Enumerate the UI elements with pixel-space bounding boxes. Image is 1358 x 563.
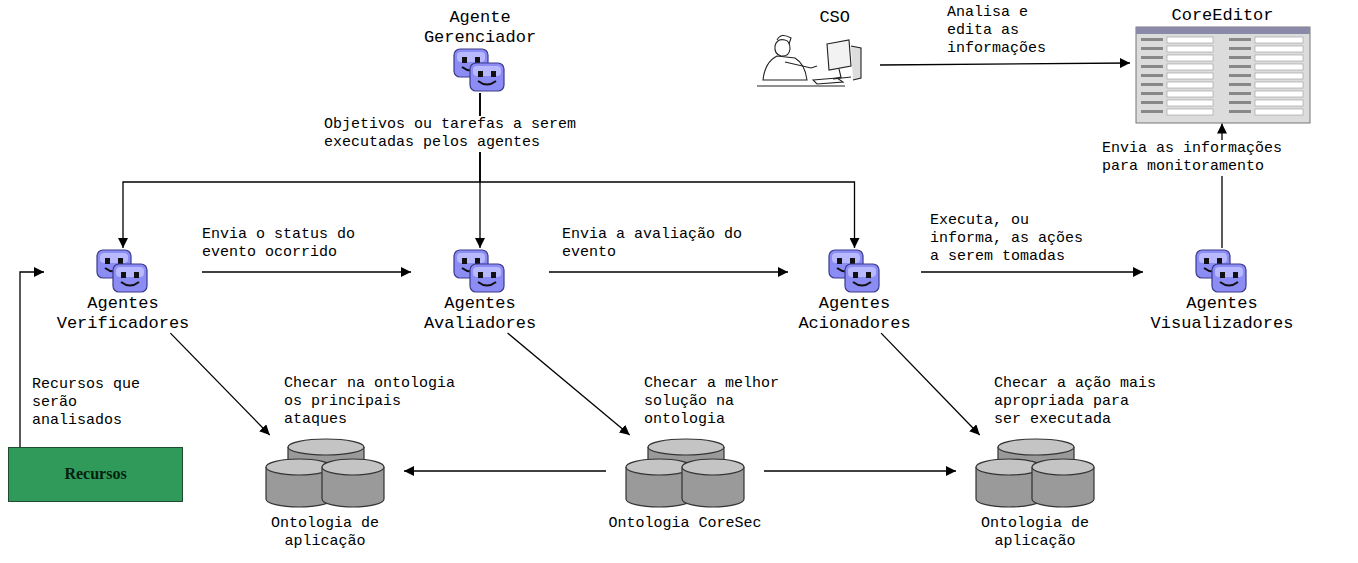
person-at-computer — [755, 28, 880, 94]
node-label: CoreEditor — [1171, 6, 1273, 26]
editor-screenshot — [1135, 26, 1311, 124]
edge-label: Envia o status do evento ocorrido — [200, 226, 404, 262]
edge-label: Envia a avaliação do evento — [560, 226, 774, 262]
resource-box: Recursos — [8, 447, 183, 502]
node-label: Ontologia de aplicação — [956, 515, 1114, 551]
agent-icon — [452, 248, 508, 294]
agent-icon — [827, 248, 883, 294]
node-label: Ontologia de aplicação — [246, 515, 404, 551]
node-label: Agentes Verificadores — [44, 294, 202, 333]
connector-arrow — [508, 333, 630, 435]
connector-arrow — [764, 470, 956, 471]
connector-arrow — [880, 63, 1130, 65]
edge-label: Checar a ação mais apropriada para ser e… — [992, 375, 1166, 429]
connector-arrow — [202, 271, 411, 272]
edge-label: Envia as informações para monitoramento — [1100, 140, 1304, 176]
node-label: Ontologia CoreSec — [608, 515, 761, 533]
agent: Agentes Avaliadores — [411, 248, 549, 333]
database-icon — [260, 435, 390, 511]
agent-icon — [95, 248, 151, 294]
edge-label: Executa, ou informa, as ações a serem to… — [928, 212, 1102, 266]
box-label: Recursos — [64, 465, 126, 483]
connector-arrow — [404, 470, 606, 471]
agent: Agentes Verificadores — [44, 248, 202, 333]
edge-label: Checar a melhor solução na ontologia — [642, 375, 796, 429]
edge-label: Recursos que serão analisados — [30, 376, 144, 430]
agent: Agentes Acionadores — [788, 248, 921, 333]
connector-arrow — [921, 271, 1143, 272]
node-label: Agentes Acionadores — [788, 294, 921, 333]
edge-label: Objetivos ou tarefas a serem executadas … — [322, 116, 656, 152]
ontology-database: Ontologia de aplicação — [956, 435, 1114, 551]
operator: CSO — [755, 8, 880, 94]
editor-window: CoreEditor — [1130, 6, 1315, 124]
edge-label: Analisa e edita as informações — [945, 4, 1069, 58]
connector-arrow — [170, 333, 269, 435]
agent-icon — [452, 47, 508, 93]
node-label: Agente Gerenciador — [411, 8, 549, 47]
agent: Agente Gerenciador — [411, 8, 549, 93]
edge-label: Checar na ontologia os principais ataque… — [282, 375, 466, 429]
node-label: CSO — [819, 8, 880, 28]
node-label: Agentes Visualizadores — [1143, 294, 1301, 333]
agent: Agentes Visualizadores — [1143, 248, 1301, 333]
connector-arrow — [881, 333, 980, 435]
ontology-database: Ontologia CoreSec — [606, 435, 764, 533]
database-icon — [620, 435, 750, 511]
node-label: Agentes Avaliadores — [411, 294, 549, 333]
agent-icon — [1194, 248, 1250, 294]
ontology-database: Ontologia de aplicação — [246, 435, 404, 551]
connector-arrow — [549, 271, 788, 272]
database-icon — [970, 435, 1100, 511]
